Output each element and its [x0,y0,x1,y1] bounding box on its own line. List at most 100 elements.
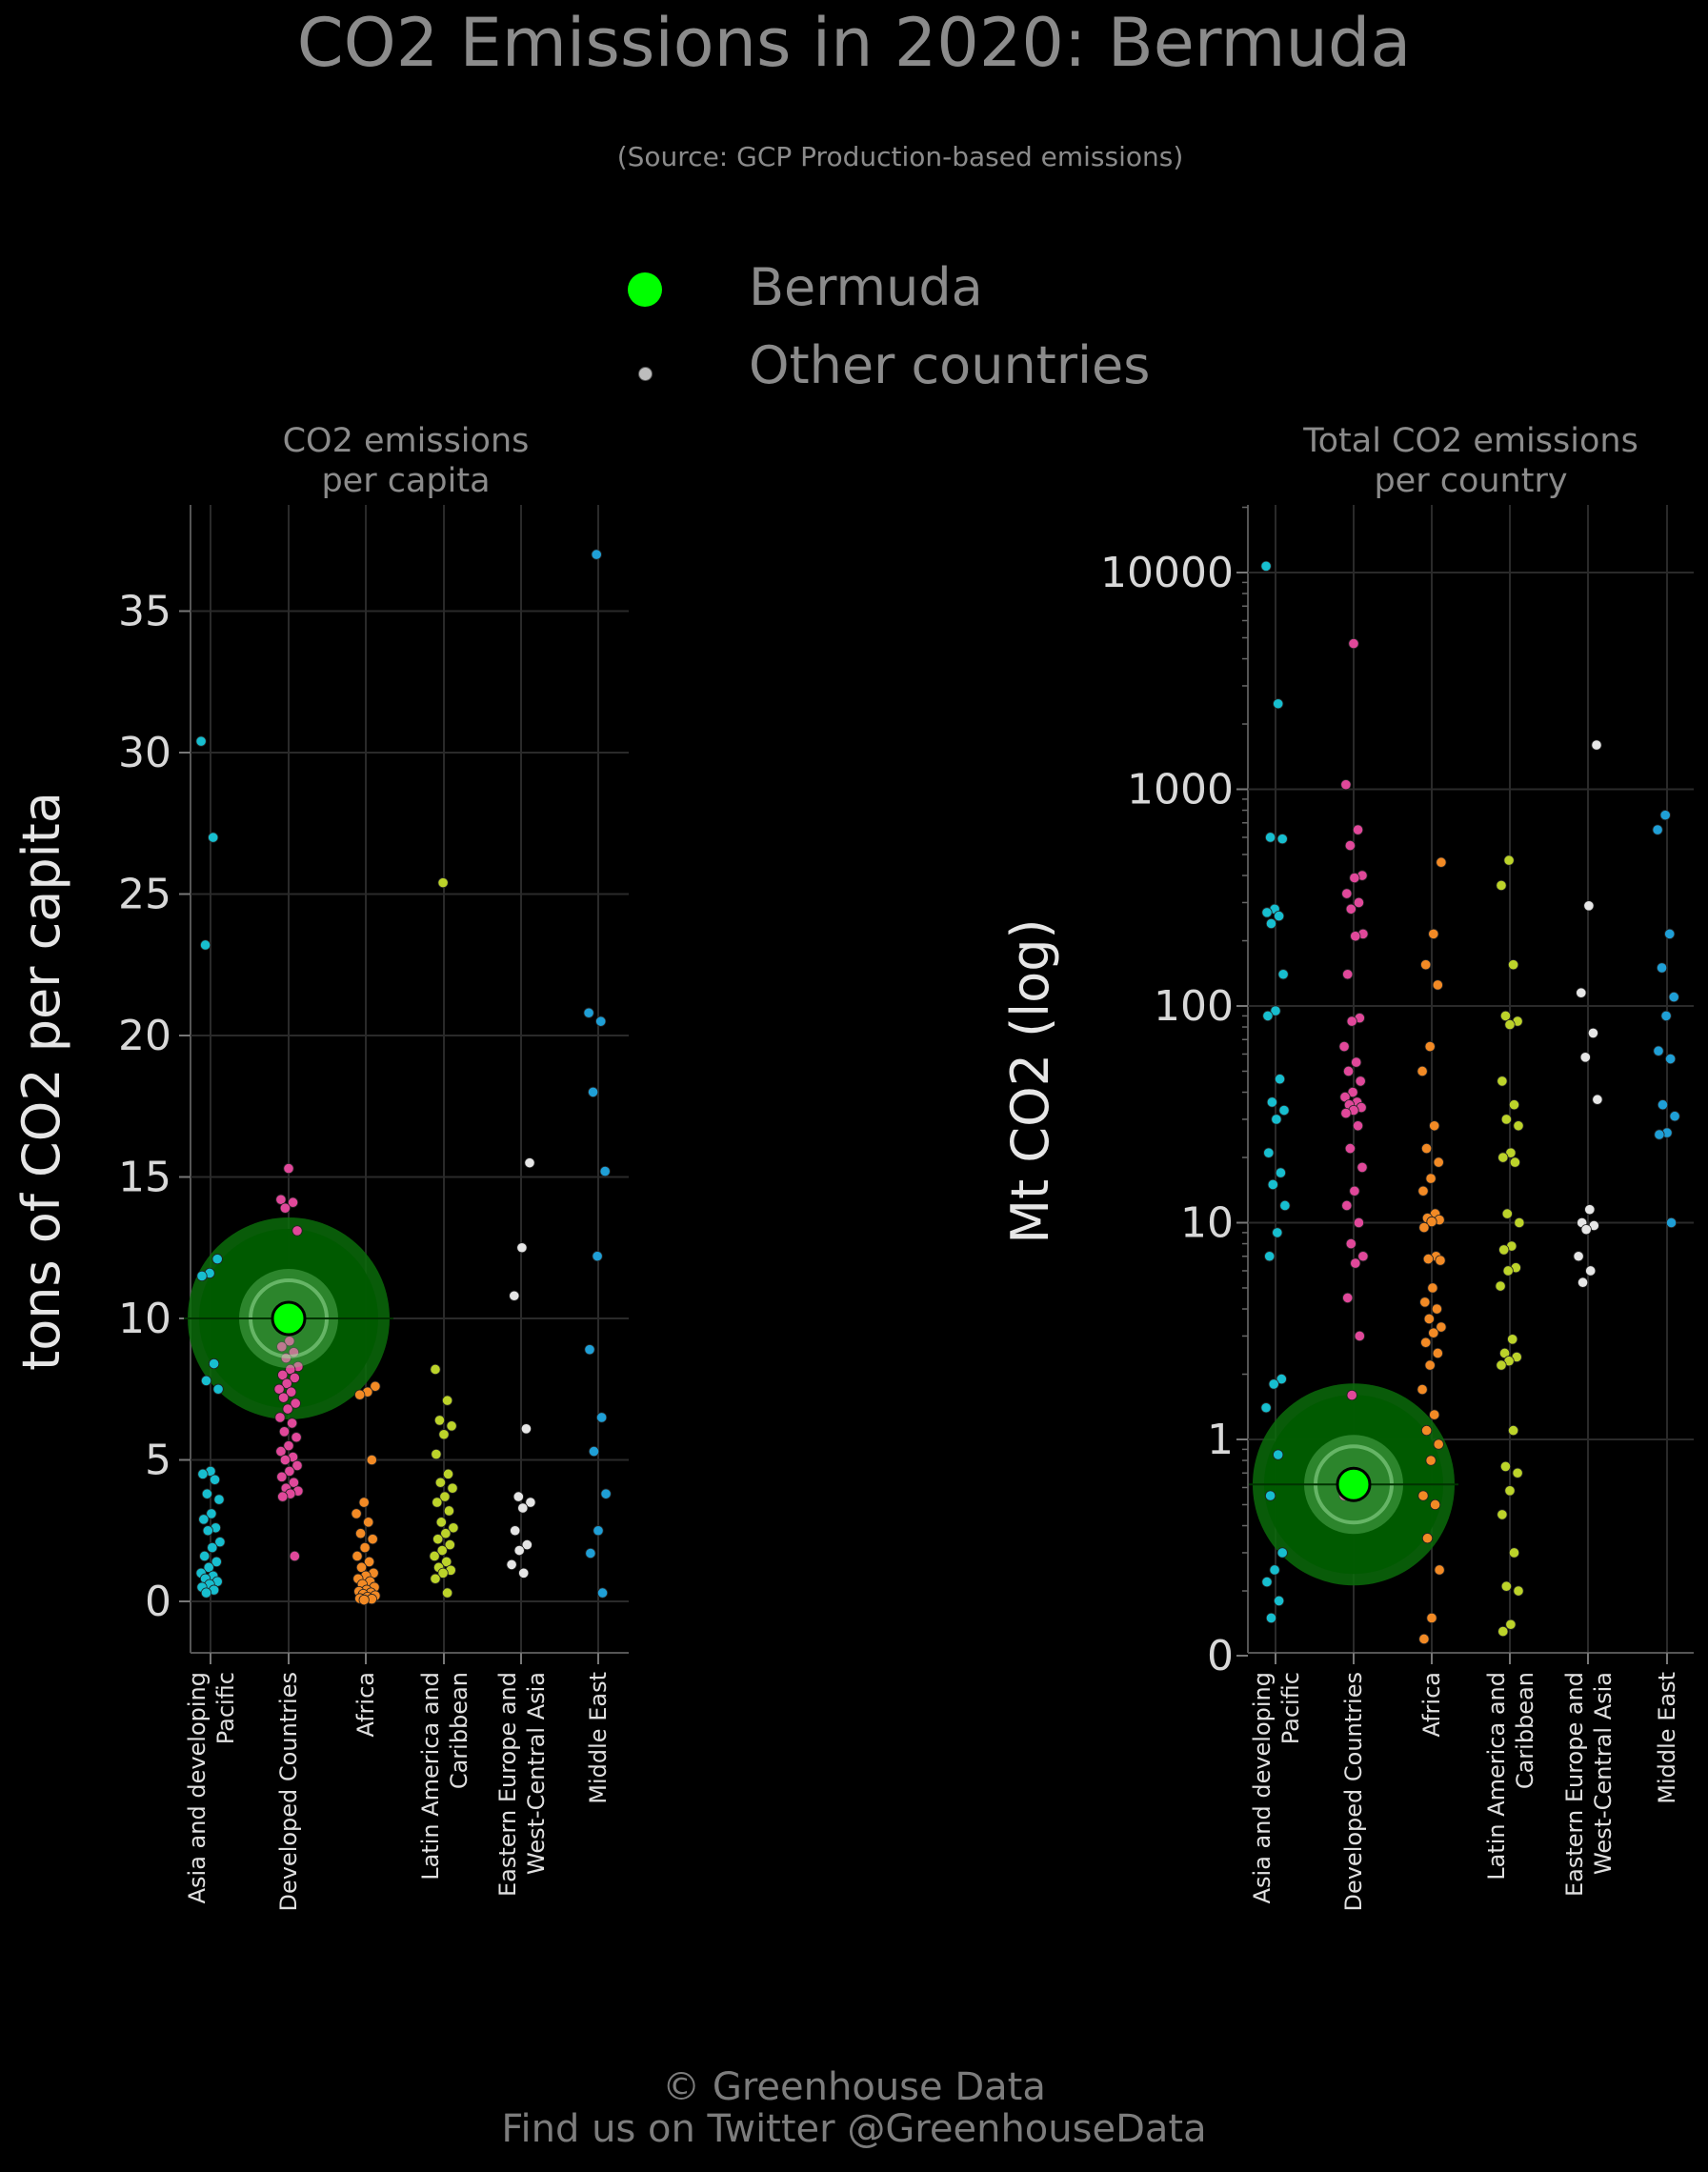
total-data-point [1265,832,1276,843]
percap-category-label: Eastern Europe andWest-Central Asia [494,1672,550,1897]
total-data-point [1275,1167,1287,1178]
percap-data-point [358,1497,370,1508]
percap-data-point [358,1594,370,1606]
percap-data-point [206,1508,217,1519]
percap-data-point [591,549,602,560]
total-data-point [1497,1509,1508,1520]
total-data-point [1665,1217,1678,1229]
total-data-point [1508,959,1519,971]
percap-data-point [363,1556,375,1568]
percap-category-label: Developed Countries [275,1672,302,1912]
total-category-label: Africa [1418,1672,1445,1737]
percap-data-point [585,1547,596,1559]
percap-data-point [442,1468,454,1479]
percap-data-point [200,1375,212,1386]
total-data-point [1436,856,1447,868]
percap-data-point [435,1517,447,1528]
percap-data-point [446,1420,457,1432]
total-data-point [1273,698,1284,710]
total-data-point [1261,1576,1273,1588]
total-data-point [1497,1625,1509,1638]
total-data-point [1342,969,1354,980]
total-data-point [1272,1227,1283,1238]
total-data-point [1657,1099,1669,1111]
total-data-point [1430,1498,1441,1511]
total-data-point [1341,1199,1353,1212]
total-data-point [1657,962,1668,974]
total-data-point [1260,1402,1272,1414]
total-data-point [1583,900,1595,912]
percap-panel-title-line: per capita [321,462,490,500]
total-data-point [1338,1040,1350,1053]
total-data-point [1659,810,1671,821]
percap-data-point [278,1426,291,1438]
percap-data-point [351,1508,362,1519]
total-data-point [1591,739,1602,751]
percap-y-tick-label: 20 [118,1012,171,1060]
percap-data-point [436,1544,448,1557]
total-data-point [1503,855,1515,866]
total-data-point [1507,1334,1518,1345]
total-y-tick-label: 0 [1207,1632,1234,1680]
percap-category-label-line: Pacific [212,1672,239,1744]
percap-data-point [432,1534,444,1545]
percap-y-tick-label: 10 [118,1295,171,1343]
total-data-point [1577,1277,1589,1288]
total-data-point [1653,1045,1664,1056]
percap-data-point [587,1086,599,1098]
total-data-point [1420,959,1432,971]
percap-data-point [588,1445,600,1458]
percap-data-point [291,1225,303,1237]
total-category-label: Latin America andCaribbean [1483,1672,1538,1880]
total-data-point [1495,1280,1506,1292]
percap-data-point [203,1561,214,1573]
percap-data-point [200,939,211,951]
total-data-point [1265,917,1277,930]
total-highlight-point [1336,1466,1372,1502]
percap-data-point [518,1567,530,1579]
percap-data-point [290,1398,301,1409]
total-data-point [1340,1107,1352,1119]
percap-data-point [437,877,449,889]
total-data-point [1352,1120,1364,1132]
percap-data-point [354,1528,367,1539]
total-data-point [1419,1297,1431,1308]
total-data-point [1345,903,1356,915]
percap-data-point [276,1471,288,1482]
percap-data-point [286,1386,297,1398]
percap-data-point [213,1494,225,1505]
total-data-point [1424,1359,1436,1371]
total-data-point [1660,1010,1672,1022]
total-data-point [1421,1533,1434,1544]
total-data-point [1340,779,1352,791]
percap-data-point [509,1290,520,1301]
total-data-point [1346,1389,1357,1401]
total-data-point [1421,1142,1433,1155]
total-data-point [1499,1460,1512,1473]
total-data-point [1357,1251,1369,1262]
percap-data-point [600,1488,612,1499]
percap-data-point [200,1587,212,1599]
percap-data-point [202,1525,213,1537]
total-data-point [1429,1409,1440,1420]
total-data-point [1348,637,1359,650]
percap-data-point [283,1440,294,1452]
total-data-point [1271,1114,1282,1125]
total-data-point [1584,1204,1596,1216]
total-data-point [1353,1217,1365,1229]
percap-data-point [440,1528,452,1539]
total-data-point [1669,1111,1680,1122]
total-data-point [1426,1216,1437,1228]
percap-category-label: Middle East [585,1672,612,1804]
percap-data-point [195,735,207,747]
total-data-point [1350,931,1361,942]
total-data-point [1423,1313,1435,1325]
percap-data-point [209,1358,220,1370]
percap-category-label: Asia and developingPacific [184,1672,239,1903]
total-data-point [1434,1564,1445,1576]
legend-marker-others [638,367,653,381]
percap-data-point [516,1242,528,1254]
